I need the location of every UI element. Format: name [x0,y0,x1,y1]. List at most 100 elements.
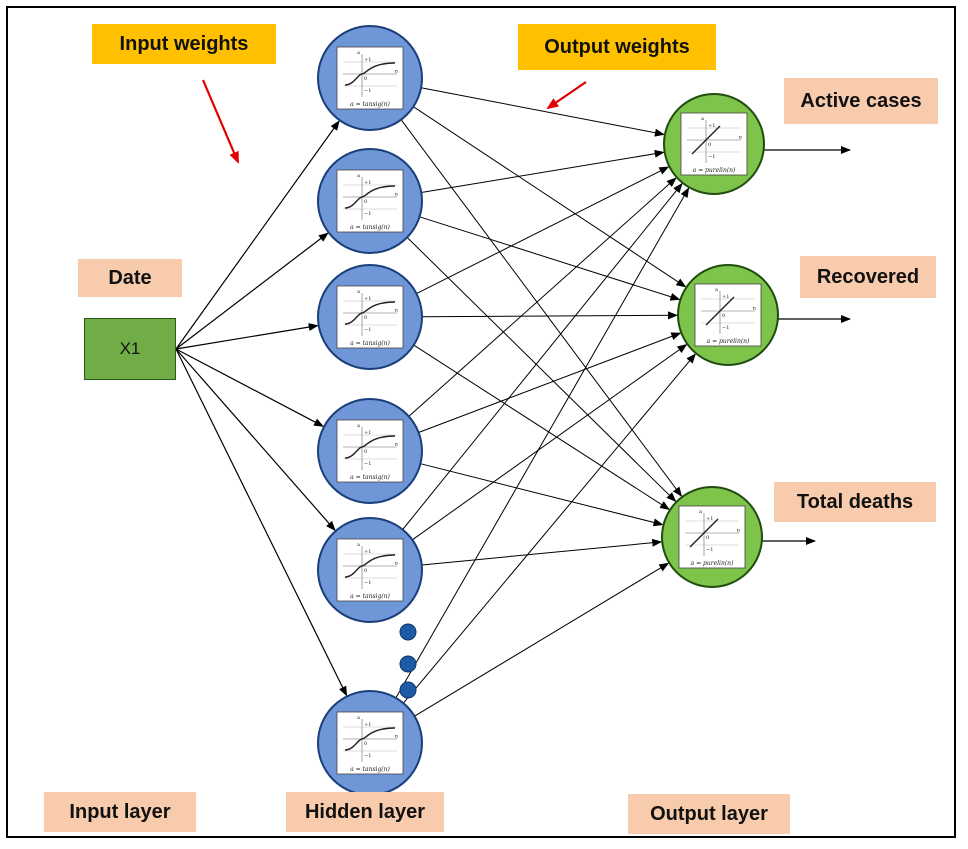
output-neuron-1: a n +1 0 −1 a = purelin(n) [663,93,765,195]
plot-axis-a: a [357,542,360,548]
plot-axis-a: a [701,116,704,122]
plot-formula: a = tansig(n) [350,474,390,481]
plot-tick-minus: −1 [364,753,371,759]
plot-axis-n: n [395,442,399,448]
hidden-neuron-2: an+10−1a = tansig(n) [317,148,423,254]
plot-formula: a = tansig(n) [350,766,390,773]
plot-formula: a = purelin(n) [693,167,736,174]
plot-tick-plus: +1 [364,296,371,302]
plot-tick-zero: 0 [364,315,367,321]
output-weight-line-h5-o2 [412,344,688,541]
input-weight-line-6 [175,348,348,697]
plot-axis-n: n [739,135,743,141]
hidden-neuron-5: an+10−1a = tansig(n) [317,517,423,623]
plot-axis-a: a [357,715,360,721]
plot-tick-zero: 0 [722,313,725,319]
plot-axis-n: n [395,69,399,75]
plot-tick-zero: 0 [364,449,367,455]
plot-axis-a: a [357,50,360,56]
purelin-plot-icon: an+10−1a = purelin(n) [678,505,746,569]
tansig-plot-icon: an+10−1a = tansig(n) [336,419,404,483]
input-weight-line-5 [175,348,336,531]
plot-tick-plus: +1 [364,430,371,436]
diagram-frame [6,6,956,838]
plot-axis-a: a [357,289,360,295]
output-weight-line-h1-o2 [413,106,687,288]
plot-tick-zero: 0 [364,199,367,205]
plot-tick-minus: −1 [364,211,371,217]
plot-tick-plus: +1 [706,516,713,522]
hidden-neuron-1: a n +1 0 −1 a = tansig(n) [317,25,423,131]
plot-tick-zero: 0 [706,535,709,541]
output-weight-line-h4-o1 [408,177,677,417]
input-node-x1: X1 [84,318,176,380]
output-neuron-2: a n +1 0 −1 a = purelin(n) [677,264,779,366]
plot-tick-minus: −1 [708,154,715,160]
hidden-neuron-3: a n +1 0 −1 a = tansig(n) [317,264,423,370]
output-weight-line-h2-o3 [406,237,677,503]
input-weight-line-1 [175,120,340,350]
output-label-total-deaths: Total deaths [774,482,936,522]
output-label-active-cases: Active cases [784,78,938,124]
plot-formula: a = tansig(n) [350,101,390,108]
plot-tick-minus: −1 [722,325,729,331]
plot-formula: a = purelin(n) [707,338,750,345]
output-weight-line-h6-o3 [414,562,670,717]
output-weight-line-h4-o3 [420,463,664,527]
ellipsis-dot-2 [399,655,417,673]
output-weight-line-h3-o2 [421,311,678,320]
output-weight-line-h2-o2 [419,216,681,301]
plot-tick-minus: −1 [364,461,371,467]
output-weights-pointer-arrow [546,81,587,110]
input-weight-line-2 [175,232,329,350]
input-weight-line-3 [175,323,319,350]
output-neuron-3: an+10−1a = purelin(n) [661,486,763,588]
tansig-plot-icon: an+10−1a = tansig(n) [336,169,404,233]
connection-lines [175,87,851,717]
output-weight-line-h2-o1 [421,149,665,193]
output-weight-line-h5-o1 [402,182,683,530]
plot-axis-a: a [715,287,718,293]
plot-axis-n: n [395,192,399,198]
output-weights-label: Output weights [518,24,716,70]
plot-tick-plus: +1 [722,294,729,300]
date-label: Date [78,259,182,297]
plot-axis-n: n [753,306,757,312]
plot-tick-minus: −1 [364,327,371,333]
plot-tick-plus: +1 [364,180,371,186]
output-weight-line-h5-o3 [421,538,663,566]
plot-tick-plus: +1 [708,123,715,129]
output-label-recovered: Recovered [800,256,936,298]
plot-tick-minus: −1 [364,88,371,94]
plot-tick-plus: +1 [364,57,371,63]
plot-tick-plus: +1 [364,549,371,555]
hidden-neuron-4: an+10−1a = tansig(n) [317,398,423,504]
plot-axis-n: n [395,734,399,740]
input-layer-label: Input layer [44,792,196,832]
tansig-plot-icon: an+10−1a = tansig(n) [336,538,404,602]
output-weight-line-h1-o3 [400,119,683,497]
plot-axis-a: a [357,173,360,179]
plot-formula: a = tansig(n) [350,593,390,600]
hidden-neuron-6: an+10−1a = tansig(n) [317,690,423,796]
output-weight-line-h3-o1 [416,166,670,295]
ellipsis-dot-3 [399,681,417,699]
purelin-plot-icon: a n +1 0 −1 a = purelin(n) [680,112,748,176]
plot-axis-n: n [395,308,399,314]
plot-tick-zero: 0 [364,76,367,82]
output-weight-line-h6-o2 [403,353,696,704]
output-weight-line-h1-o1 [421,87,665,137]
plot-tick-zero: 0 [708,142,711,148]
plot-axis-a: a [699,509,702,515]
tansig-plot-icon: a n +1 0 −1 a = tansig(n) [336,46,404,110]
plot-axis-n: n [395,561,399,567]
plot-formula: a = tansig(n) [350,340,390,347]
output-layer-label: Output layer [628,794,790,834]
tansig-plot-icon: a n +1 0 −1 a = tansig(n) [336,285,404,349]
plot-axis-n: n [737,528,741,534]
plot-tick-zero: 0 [364,741,367,747]
output-weight-line-h6-o1 [395,187,690,699]
input-weights-pointer-arrow [201,79,240,164]
input-weights-label: Input weights [92,24,276,64]
